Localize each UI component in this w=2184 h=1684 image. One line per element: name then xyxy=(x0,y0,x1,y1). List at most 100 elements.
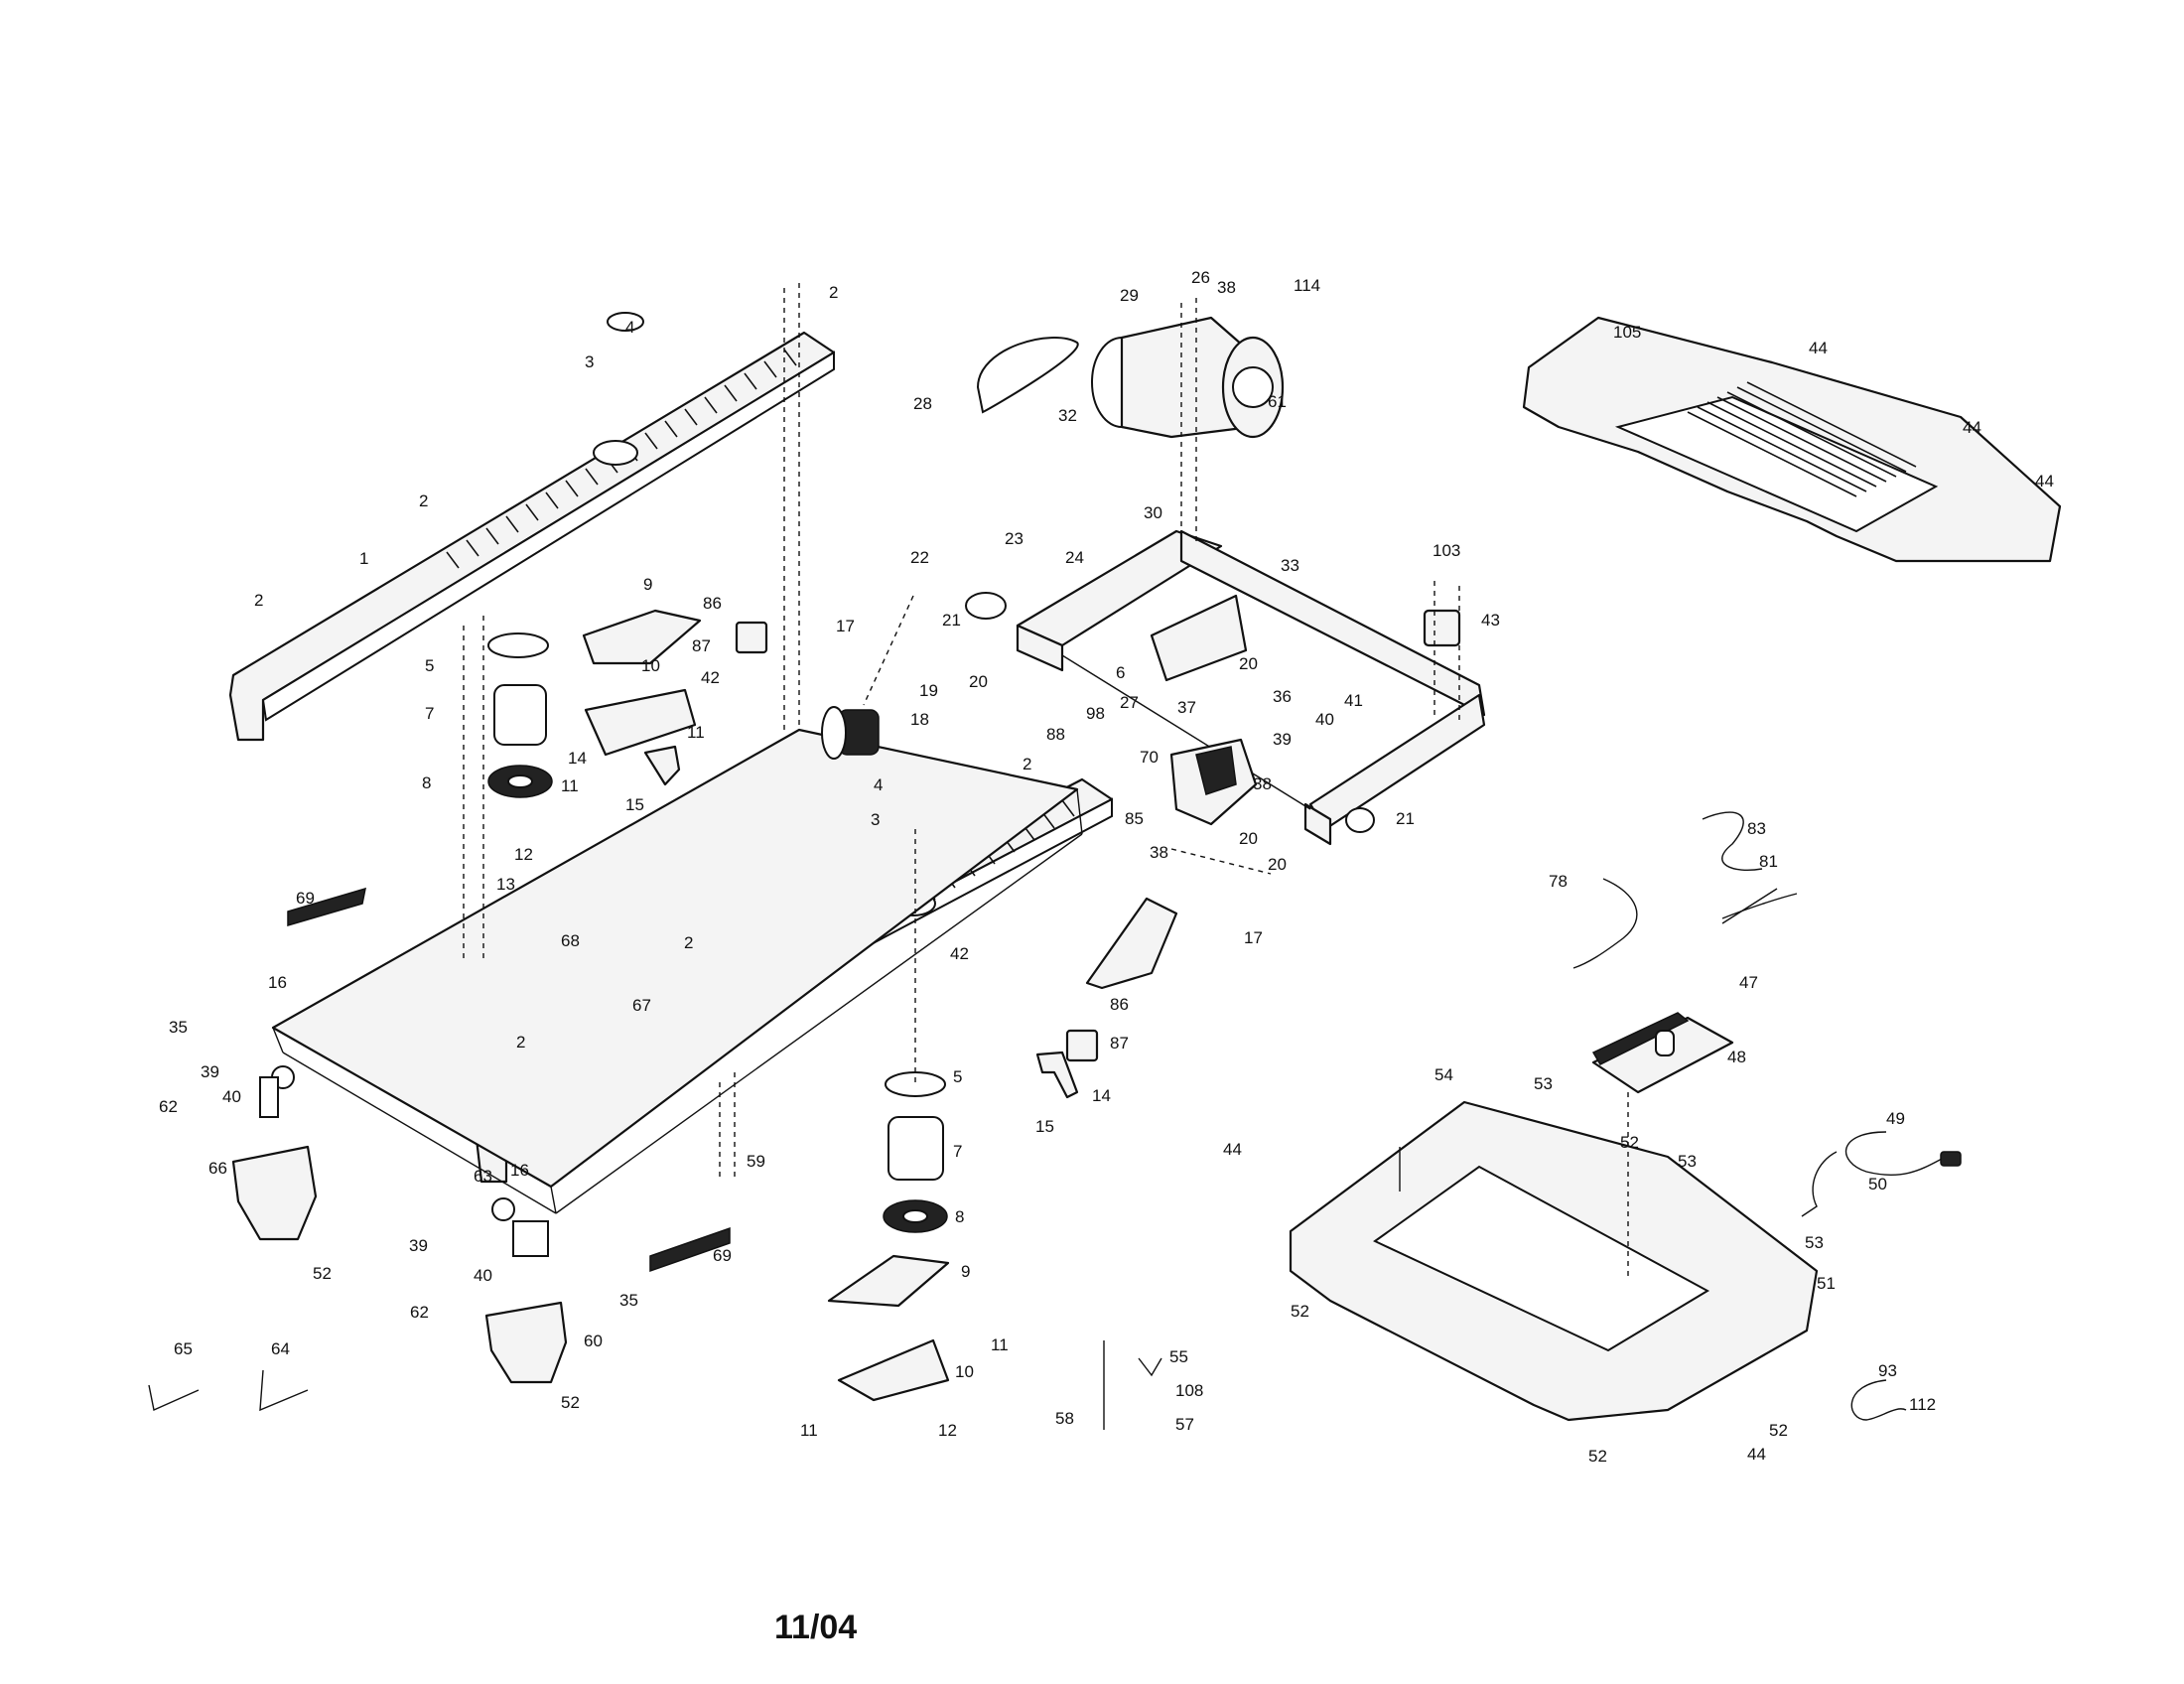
base-frame xyxy=(1016,529,1486,846)
motor-belt xyxy=(976,337,1079,414)
callout-55: 55 xyxy=(1169,1347,1188,1366)
callout-5: 5 xyxy=(425,656,434,675)
callout-60: 60 xyxy=(584,1332,603,1350)
callout-2: 2 xyxy=(254,591,263,610)
left-isolator-stack xyxy=(487,632,553,798)
callout-112: 112 xyxy=(1909,1395,1936,1414)
callout-32: 32 xyxy=(1058,406,1077,425)
callout-10: 10 xyxy=(955,1362,974,1381)
callout-114: 114 xyxy=(1294,276,1320,295)
callout-39: 39 xyxy=(409,1236,428,1255)
callout-49: 49 xyxy=(1886,1109,1905,1128)
callout-52: 52 xyxy=(1588,1447,1607,1466)
callout-40: 40 xyxy=(474,1266,492,1285)
callout-35: 35 xyxy=(169,1018,188,1037)
callout-17: 17 xyxy=(836,617,855,635)
callout-16: 16 xyxy=(510,1161,529,1180)
callout-11: 11 xyxy=(561,776,579,795)
callout-23: 23 xyxy=(1005,529,1024,548)
callout-21: 21 xyxy=(942,611,961,630)
callout-36: 36 xyxy=(1273,687,1292,706)
callout-59: 59 xyxy=(747,1152,765,1171)
callout-15: 15 xyxy=(625,795,644,814)
callout-44: 44 xyxy=(1223,1140,1242,1159)
callout-58: 58 xyxy=(1055,1409,1074,1428)
controller-board xyxy=(1591,1012,1734,1094)
callout-37: 37 xyxy=(1177,698,1196,717)
right-isolator-stack xyxy=(883,1071,948,1233)
callout-13: 13 xyxy=(496,875,515,894)
callout-81: 81 xyxy=(1759,852,1778,871)
callout-44: 44 xyxy=(1809,339,1828,357)
callout-19: 19 xyxy=(919,681,938,700)
callout-38: 38 xyxy=(1253,774,1272,793)
callout-8: 8 xyxy=(955,1207,964,1226)
callout-103: 103 xyxy=(1433,541,1460,560)
callout-29: 29 xyxy=(1120,286,1139,305)
front-roller xyxy=(821,706,880,760)
callout-87: 87 xyxy=(692,636,711,655)
callout-105: 105 xyxy=(1613,323,1641,342)
callout-7: 7 xyxy=(425,704,434,723)
callout-52: 52 xyxy=(1620,1133,1639,1152)
callout-53: 53 xyxy=(1534,1074,1553,1093)
callout-85: 85 xyxy=(1125,809,1144,828)
callout-52: 52 xyxy=(1769,1421,1788,1440)
callout-16: 16 xyxy=(268,973,287,992)
callout-2: 2 xyxy=(684,933,693,952)
callout-9: 9 xyxy=(961,1262,970,1281)
callout-27: 27 xyxy=(1120,693,1139,712)
callout-65: 65 xyxy=(174,1339,193,1358)
callout-61: 61 xyxy=(1268,392,1287,411)
callout-44: 44 xyxy=(1747,1445,1766,1464)
callout-67: 67 xyxy=(632,996,651,1015)
callout-28: 28 xyxy=(913,394,932,413)
callout-83: 83 xyxy=(1747,819,1766,838)
callout-8: 8 xyxy=(422,773,431,792)
incline-motor xyxy=(1169,738,1258,826)
callout-54: 54 xyxy=(1434,1065,1453,1084)
callout-20: 20 xyxy=(969,672,988,691)
callout-11: 11 xyxy=(991,1335,1009,1354)
callout-52: 52 xyxy=(313,1264,332,1283)
callout-4: 4 xyxy=(874,775,883,794)
callout-11: 11 xyxy=(800,1421,818,1440)
callout-53: 53 xyxy=(1678,1152,1697,1171)
callout-44: 44 xyxy=(2035,472,2054,491)
callout-22: 22 xyxy=(910,548,929,567)
left-rail xyxy=(228,312,836,742)
callout-38: 38 xyxy=(1217,278,1236,297)
callout-26: 26 xyxy=(1191,268,1210,287)
callout-40: 40 xyxy=(222,1087,241,1106)
callout-35: 35 xyxy=(619,1291,638,1310)
callout-33: 33 xyxy=(1281,556,1299,575)
callout-68: 68 xyxy=(561,931,580,950)
callout-93: 93 xyxy=(1878,1361,1897,1380)
part-callouts: 1 2 2 2 2 2 2 3 3 4 4 5 5 6 7 7 8 8 9 9 … xyxy=(159,268,2054,1466)
callout-42: 42 xyxy=(701,668,720,687)
callout-62: 62 xyxy=(410,1303,429,1322)
callout-2: 2 xyxy=(829,283,838,302)
callout-69: 69 xyxy=(713,1246,732,1265)
callout-38: 38 xyxy=(1150,843,1168,862)
callout-62: 62 xyxy=(159,1097,178,1116)
callout-20: 20 xyxy=(1239,829,1258,848)
callout-52: 52 xyxy=(1291,1302,1309,1321)
callout-39: 39 xyxy=(201,1062,219,1081)
callout-40: 40 xyxy=(1315,710,1334,729)
callout-2: 2 xyxy=(1023,755,1031,773)
motor-hood xyxy=(1522,316,2062,563)
callout-11: 11 xyxy=(687,723,705,742)
callout-2: 2 xyxy=(419,491,428,510)
callout-17: 17 xyxy=(1244,928,1263,947)
callout-108: 108 xyxy=(1175,1381,1203,1400)
callout-14: 14 xyxy=(1092,1086,1111,1105)
callout-50: 50 xyxy=(1868,1175,1887,1193)
callout-51: 51 xyxy=(1817,1274,1836,1293)
callout-78: 78 xyxy=(1549,872,1568,891)
callout-48: 48 xyxy=(1727,1048,1746,1066)
callout-64: 64 xyxy=(271,1339,290,1358)
callout-52: 52 xyxy=(561,1393,580,1412)
callout-30: 30 xyxy=(1144,503,1162,522)
